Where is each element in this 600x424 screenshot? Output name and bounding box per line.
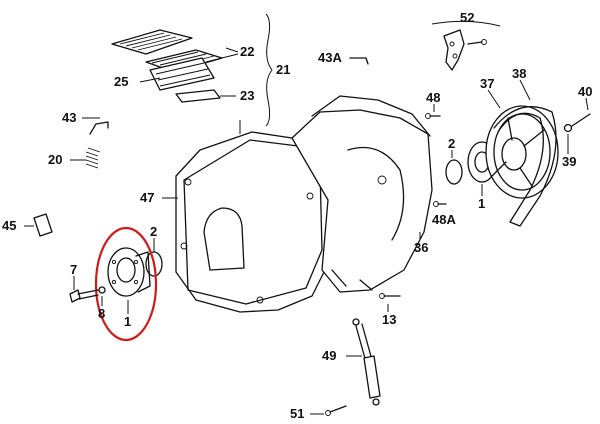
- part-1-hub-left: [107, 247, 151, 314]
- part-47-front-tub: [162, 120, 331, 313]
- part-7-bolt: [69, 276, 99, 303]
- callout-36: 36: [414, 240, 428, 255]
- callout-1-right: 1: [478, 196, 485, 211]
- callout-20: 20: [48, 152, 62, 167]
- part-43-hook: [82, 117, 109, 135]
- part-20-spring: [70, 147, 101, 169]
- part-23-filter-base: [175, 89, 236, 103]
- callout-43a: 43A: [318, 50, 342, 65]
- callout-38: 38: [512, 66, 526, 81]
- part-38-belt: [493, 79, 557, 227]
- callout-40: 40: [578, 84, 592, 99]
- part-43a-clip: [349, 57, 369, 65]
- callout-48a: 48A: [432, 212, 456, 227]
- callout-21: 21: [276, 62, 290, 77]
- callout-47: 47: [140, 190, 154, 205]
- part-48a-screw: [433, 201, 447, 207]
- callout-13: 13: [382, 312, 396, 327]
- part-8-washer: [98, 286, 106, 306]
- callout-2-left: 2: [150, 224, 157, 239]
- part-49-damper: [346, 318, 381, 406]
- callout-22: 22: [240, 44, 254, 59]
- part-40-bolt: [571, 97, 591, 127]
- callout-51: 51: [290, 406, 304, 421]
- part-2-oring-left: [145, 238, 163, 277]
- callout-1-left: 1: [124, 314, 131, 329]
- callout-7: 7: [70, 262, 77, 277]
- part-48-screw: [425, 104, 441, 119]
- callout-25: 25: [114, 74, 128, 89]
- callout-52: 52: [460, 10, 474, 25]
- part-25-filter-frame: [139, 57, 215, 91]
- part-39-washer: [563, 123, 573, 154]
- callout-49: 49: [322, 348, 336, 363]
- part-2-oring-right: [445, 150, 463, 185]
- brace-21: [205, 13, 273, 127]
- callout-23: 23: [240, 88, 254, 103]
- callout-2-right: 2: [448, 136, 455, 151]
- callout-39: 39: [562, 154, 576, 169]
- part-51-pin: [310, 405, 347, 416]
- callout-48: 48: [426, 90, 440, 105]
- part-13-screw: [379, 293, 401, 312]
- part-36-rear-tub: [291, 95, 433, 293]
- part-45-pad: [24, 213, 53, 237]
- callout-37: 37: [480, 76, 494, 91]
- callout-45: 45: [2, 218, 16, 233]
- part-52-bracket: [431, 20, 501, 71]
- callout-8: 8: [98, 306, 105, 321]
- part-37-pulley: [485, 89, 559, 199]
- highlight-circle: [94, 226, 158, 342]
- callout-43: 43: [62, 110, 76, 125]
